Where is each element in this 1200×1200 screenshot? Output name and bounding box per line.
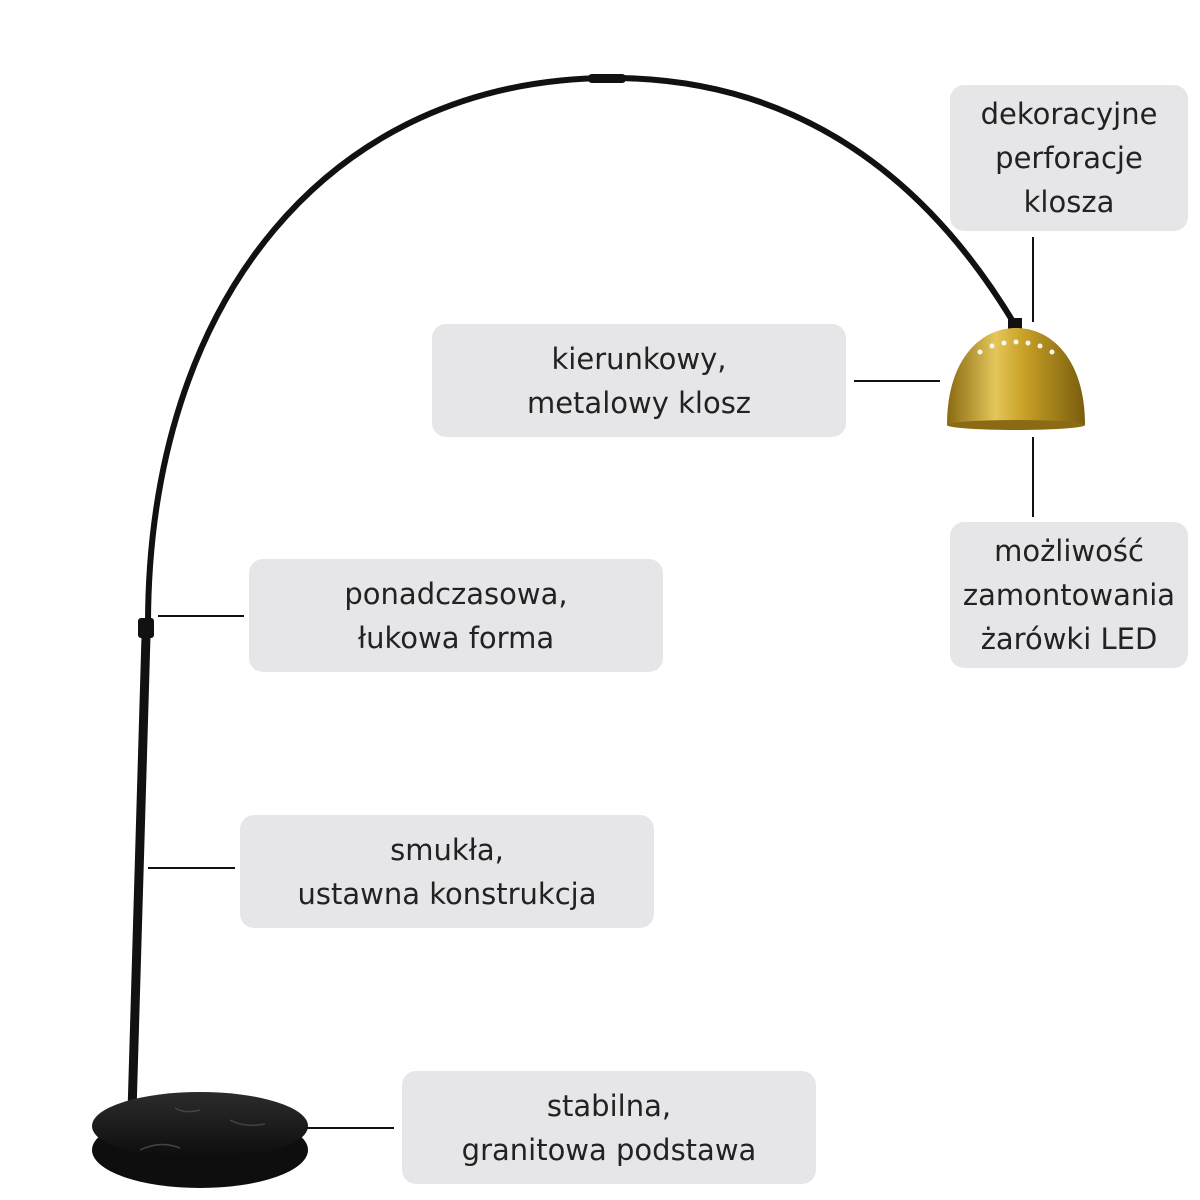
arc-joint (588, 74, 626, 83)
label-line: perforacje (995, 141, 1143, 175)
pole-joint (138, 618, 154, 638)
shade-perforations (977, 339, 1055, 355)
lamp-arc (145, 74, 1021, 628)
label-line: żarówki LED (980, 622, 1158, 656)
label-line: smukła, (390, 832, 504, 867)
label-construction: smukła, ustawna konstrukcja (240, 815, 654, 928)
shade-rim (947, 420, 1085, 430)
label-arc-form: ponadczasowa, łukowa forma (249, 559, 663, 672)
label-line: stabilna, (546, 1088, 672, 1123)
marble-base-top (92, 1092, 308, 1160)
marble-veins (139, 1107, 266, 1151)
label-line: zamontowania (962, 578, 1176, 612)
label-led-bulb: możliwość zamontowania żarówki LED (950, 522, 1188, 668)
label-line: kierunkowy, (551, 341, 727, 376)
label-line: możliwość (994, 534, 1144, 568)
label-line: dekoracyjne (980, 97, 1158, 131)
lamp-pole (127, 631, 151, 1117)
label-shade-perforations: dekoracyjne perforacje klosza (950, 85, 1188, 231)
label-granite-base: stabilna, granitowa podstawa (402, 1071, 816, 1184)
label-line: klosza (1023, 185, 1115, 219)
label-line: metalowy klosz (526, 385, 752, 420)
label-line: łukowa forma (357, 620, 555, 655)
label-metal-shade: kierunkowy, metalowy klosz (432, 324, 846, 437)
callout-lines (148, 237, 1034, 1129)
label-line: ustawna konstrukcja (297, 876, 597, 911)
label-line: ponadczasowa, (344, 576, 568, 611)
label-line: granitowa podstawa (461, 1132, 757, 1167)
